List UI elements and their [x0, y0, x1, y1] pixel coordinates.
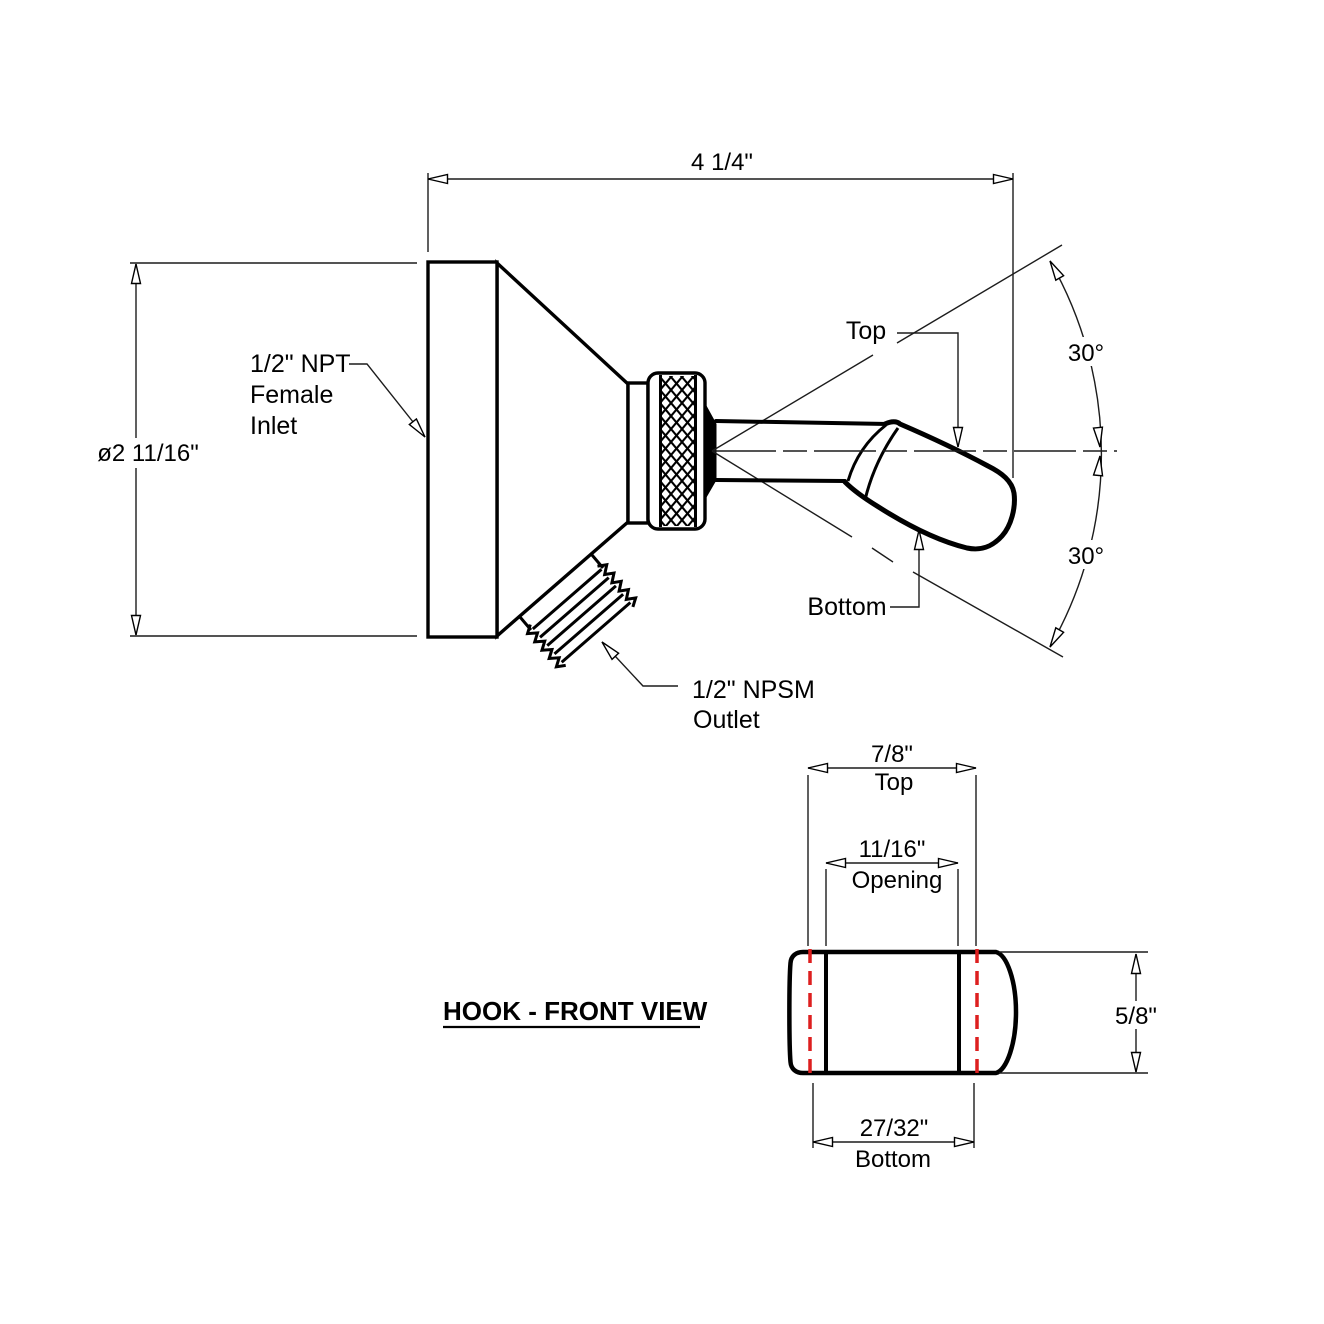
front-view: 7/8" Top 11/16" Opening 5/8" — [443, 741, 1163, 1173]
dimension-opening: 11/16" Opening — [825, 836, 959, 946]
overall-width-text: 4 1/4" — [691, 149, 753, 176]
top-leader: Top — [846, 317, 964, 448]
inlet-label-line2: Female — [250, 381, 333, 409]
bottom-width-text: 27/32" — [860, 1115, 929, 1142]
hook-body — [787, 949, 1019, 1076]
bottom-width-caption: Bottom — [855, 1146, 931, 1173]
outlet-label: 1/2" NPSM Outlet — [601, 641, 815, 734]
outlet-threads — [518, 554, 638, 669]
dimension-overall-width: 4 1/4" — [427, 149, 1014, 478]
inlet-label-line1: 1/2" NPT — [250, 350, 351, 378]
front-view-title-text: HOOK - FRONT VIEW — [443, 996, 708, 1026]
inlet-label: 1/2" NPT Female Inlet — [250, 350, 426, 440]
inlet-label-line3: Inlet — [250, 412, 297, 440]
bottom-label-text: Bottom — [807, 593, 886, 621]
angle-lines — [711, 244, 1064, 658]
knurled-nut — [646, 371, 707, 531]
dimension-angle-arc: 30° 30° — [1049, 260, 1110, 648]
cone-body — [495, 259, 630, 640]
neck-cylinder — [626, 381, 650, 525]
grip-collar-arc-inner — [863, 427, 900, 501]
top-width-caption: Top — [875, 769, 914, 796]
dimension-diameter: ø2 11/16" — [96, 262, 417, 637]
hook-outline — [787, 949, 1019, 1076]
top-label-text: Top — [846, 317, 886, 345]
grip-collar-arc-outer — [846, 423, 887, 482]
swivel-stem — [714, 419, 890, 483]
dimension-bottom-width: 27/32" Bottom — [812, 1083, 975, 1173]
bottom-leader: Bottom — [807, 529, 925, 621]
front-view-title: HOOK - FRONT VIEW — [443, 996, 708, 1029]
thread-sawtooth-far — [525, 624, 566, 669]
handle-grip — [842, 419, 1017, 552]
outlet-label-line2: Outlet — [693, 706, 760, 734]
side-view: 4 1/4" ø2 11/16" 30° 30° Top Bottom — [96, 149, 1117, 734]
angle-bottom-text: 30° — [1068, 543, 1104, 570]
outlet-label-line1: 1/2" NPSM — [692, 676, 815, 704]
dimension-height: 5/8" — [999, 951, 1163, 1074]
opening-width-text: 11/16" — [859, 836, 926, 863]
dimension-top-width: 7/8" Top — [807, 741, 977, 946]
knurl-pattern — [661, 376, 695, 526]
thread-sawtooth-near — [597, 562, 638, 608]
wall-flange — [426, 260, 499, 639]
angle-top-text: 30° — [1068, 340, 1104, 367]
opening-caption: Opening — [852, 867, 943, 894]
height-text: 5/8" — [1115, 1003, 1157, 1030]
diameter-text: ø2 11/16" — [97, 440, 198, 467]
top-width-text: 7/8" — [871, 741, 913, 768]
